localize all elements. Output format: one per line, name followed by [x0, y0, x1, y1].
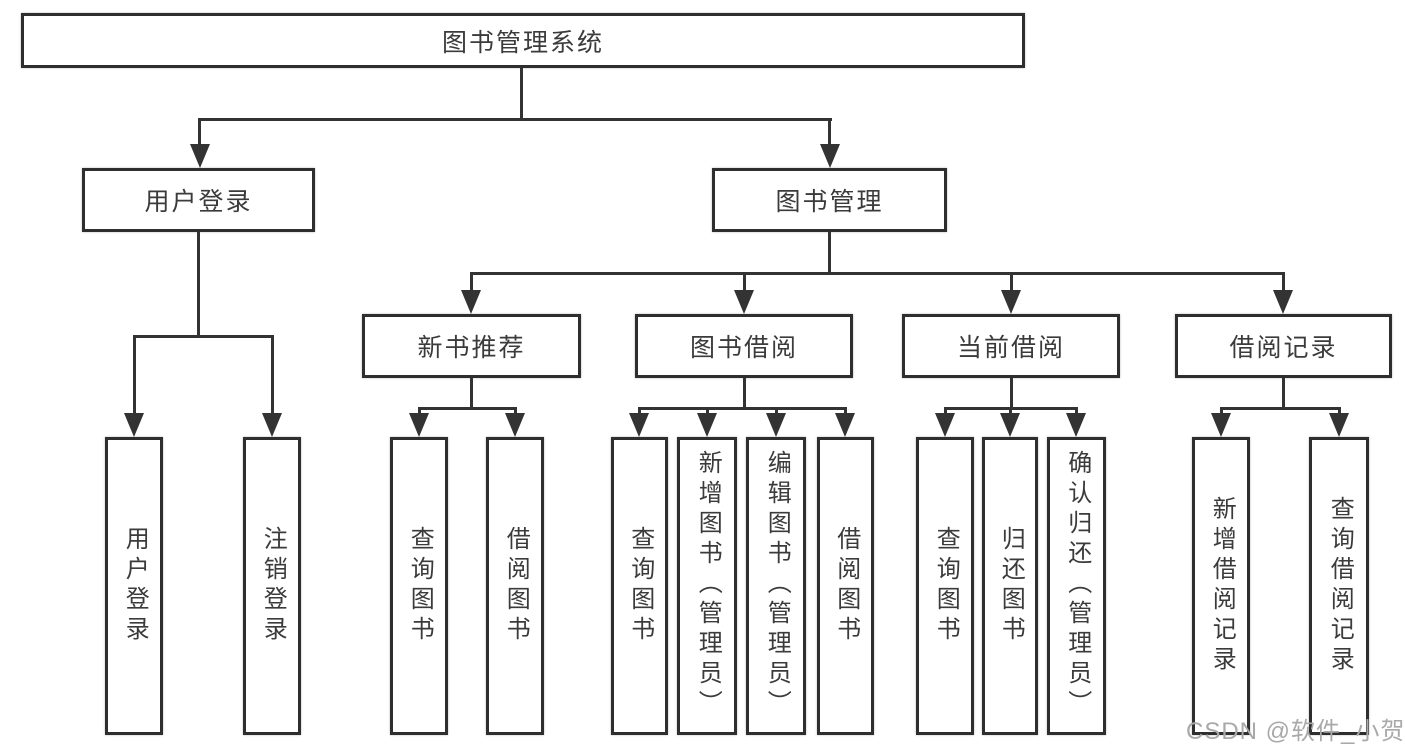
leaf-query-borrow-record: 查询借阅记录: [1309, 437, 1369, 735]
connector-line: [743, 378, 746, 410]
node-label: 查询借阅记录: [1326, 496, 1354, 676]
leaf-borrow-books-recommend: 借阅图书: [486, 437, 544, 735]
connector-line: [133, 335, 274, 338]
connector-line: [743, 272, 746, 294]
connector-line: [844, 407, 847, 417]
connector-line: [1010, 272, 1013, 294]
connector-line: [418, 407, 517, 410]
node-borrowing-records: 借阅记录: [1175, 314, 1392, 378]
node-label: 新增借阅记录: [1208, 496, 1236, 676]
arrow-down-icon: [1273, 290, 1293, 314]
connector-line: [1009, 407, 1012, 417]
connector-line: [828, 232, 831, 275]
arrow-down-icon: [190, 144, 210, 168]
connector-line: [514, 407, 517, 417]
connector-line: [638, 407, 641, 417]
arrow-down-icon: [262, 413, 282, 437]
arrow-down-icon: [766, 413, 786, 437]
connector-line: [1220, 407, 1223, 417]
arrow-down-icon: [1211, 413, 1231, 437]
connector-line: [1220, 407, 1341, 410]
connector-line: [418, 407, 421, 417]
leaf-query-books-current: 查询图书: [916, 437, 974, 735]
leaf-add-borrow-record: 新增借阅记录: [1192, 437, 1250, 735]
arrow-down-icon: [1000, 413, 1020, 437]
node-label: 注销登录: [259, 526, 287, 646]
node-label: 当前借阅: [956, 334, 1065, 362]
connector-line: [638, 407, 847, 410]
arrow-down-icon: [629, 413, 649, 437]
node-label: 新增图书（管理员）: [694, 450, 722, 720]
connector-line: [828, 118, 831, 148]
leaf-confirm-return-admin: 确认归还（管理员）: [1047, 437, 1106, 735]
arrow-down-icon: [505, 413, 525, 437]
connector-line: [775, 407, 778, 417]
leaf-logout: 注销登录: [243, 437, 301, 735]
node-label: 新书推荐: [417, 334, 526, 362]
connector-line: [470, 272, 1285, 275]
connector-line: [1338, 407, 1341, 417]
arrow-down-icon: [935, 413, 955, 437]
node-label: 借阅记录: [1229, 334, 1338, 362]
connector-line: [133, 335, 136, 415]
arrow-down-icon: [461, 290, 481, 314]
node-label: 归还图书: [997, 526, 1025, 646]
node-book-management: 图书管理: [712, 168, 947, 232]
connector-line: [271, 335, 274, 415]
node-label: 编辑图书（管理员）: [763, 450, 791, 720]
leaf-query-books-borrowing: 查询图书: [611, 437, 668, 735]
node-label: 图书借阅: [689, 334, 798, 362]
node-label: 用户登录: [121, 526, 149, 646]
connector-line: [944, 407, 947, 417]
connector-line: [197, 232, 200, 338]
arrow-down-icon: [1066, 413, 1086, 437]
node-label: 图书管理系统: [441, 28, 604, 57]
node-book-borrowing: 图书借阅: [635, 314, 853, 378]
node-label: 查询图书: [406, 526, 434, 646]
leaf-return-books: 归还图书: [982, 437, 1038, 735]
arrow-down-icon: [734, 290, 754, 314]
node-new-book-recommendation: 新书推荐: [362, 314, 581, 378]
node-label: 确认归还（管理员）: [1063, 450, 1091, 720]
leaf-edit-books-admin: 编辑图书（管理员）: [746, 437, 806, 735]
arrow-down-icon: [1329, 413, 1349, 437]
connector-line: [1075, 407, 1078, 417]
connector-line: [470, 272, 473, 294]
node-label: 图书管理: [775, 188, 884, 216]
connector-line: [198, 118, 201, 148]
leaf-borrow-books: 借阅图书: [817, 437, 874, 735]
arrow-down-icon: [124, 413, 144, 437]
csdn-watermark: CSDN @软件_小贺同学: [1186, 718, 1405, 745]
connector-line: [1282, 272, 1285, 294]
arrow-down-icon: [1001, 290, 1021, 314]
leaf-add-books-admin: 新增图书（管理员）: [677, 437, 737, 735]
connector-line: [198, 118, 832, 121]
connector-line: [706, 407, 709, 417]
connector-line: [470, 378, 473, 410]
leaf-user-login: 用户登录: [105, 437, 163, 735]
node-current-borrowing: 当前借阅: [902, 314, 1120, 378]
arrow-down-icon: [409, 413, 429, 437]
node-label: 用户登录: [144, 188, 253, 216]
connector-line: [1282, 378, 1285, 410]
node-user-login: 用户登录: [82, 168, 315, 232]
arrow-down-icon: [820, 144, 840, 168]
arrow-down-icon: [835, 413, 855, 437]
node-library-management-system: 图书管理系统: [21, 13, 1025, 68]
connector-line: [1010, 378, 1013, 410]
node-label: 查询图书: [626, 526, 654, 646]
node-label: 借阅图书: [832, 526, 860, 646]
node-label: 借阅图书: [502, 526, 530, 646]
leaf-query-books-recommend: 查询图书: [390, 437, 448, 735]
arrow-down-icon: [697, 413, 717, 437]
node-label: 查询图书: [932, 526, 960, 646]
connector-line: [520, 68, 523, 120]
